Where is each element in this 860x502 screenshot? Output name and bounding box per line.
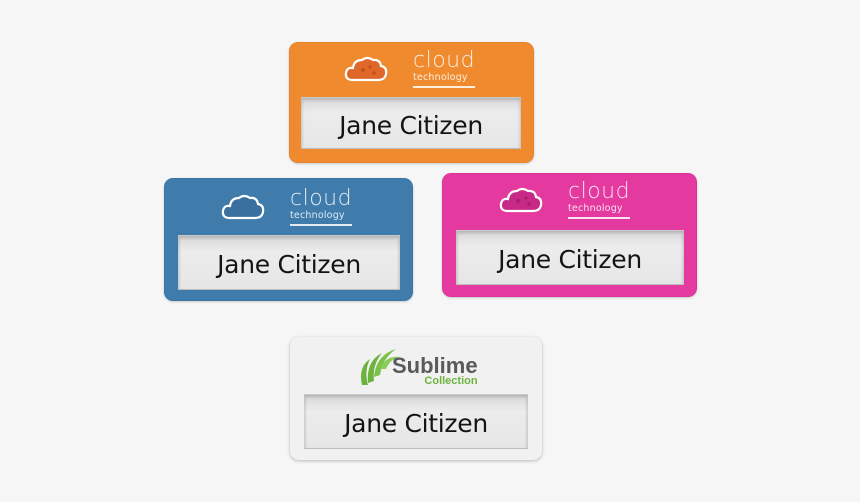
badge-orange: cloud technology Jane Citizen [289, 42, 534, 163]
cloud-technology-logo: cloud technology [220, 188, 353, 226]
cloud-icon [499, 187, 543, 212]
badge-name: Jane Citizen [344, 409, 488, 438]
cloud-icon [221, 194, 265, 219]
name-window: Jane Citizen [301, 97, 521, 149]
cloud-technology-logo: cloud technology [343, 50, 476, 88]
brand-text: cloud technology [568, 181, 631, 219]
brand-text: cloud technology [413, 50, 476, 88]
name-window: Jane Citizen [456, 230, 684, 285]
cloud-technology-logo: cloud technology [498, 181, 631, 219]
swirl-leaf-icon [361, 349, 400, 385]
sublime-collection-logo: Sublime Collection [356, 345, 478, 387]
badge-name: Jane Citizen [217, 250, 361, 279]
badge-name: Jane Citizen [498, 245, 642, 274]
badge-white: Sublime Collection Jane Citizen [290, 337, 542, 460]
name-window: Jane Citizen [304, 394, 528, 449]
brand-text: cloud technology [290, 188, 353, 226]
badge-name: Jane Citizen [339, 110, 483, 140]
badge-pink: cloud technology Jane Citizen [442, 173, 697, 297]
cloud-icon [344, 56, 388, 81]
brand-text: Sublime Collection [392, 353, 478, 387]
badge-blue: cloud technology Jane Citizen [164, 178, 413, 301]
name-window: Jane Citizen [178, 235, 400, 290]
